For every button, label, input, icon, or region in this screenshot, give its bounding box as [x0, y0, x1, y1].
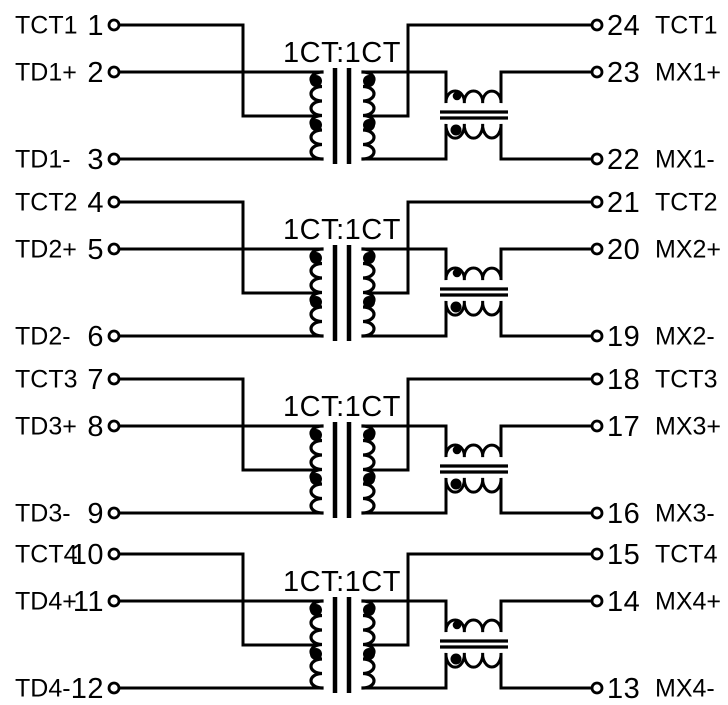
turns-ratio-label: 1CT:1CT [283, 391, 401, 423]
right-pin-number: 22 [607, 144, 640, 176]
right-pin-name: MX2+ [655, 236, 721, 264]
left-pin-name: TD3- [15, 500, 71, 528]
right-pin-name: MX2- [655, 323, 715, 351]
left-pin-number: 8 [87, 411, 104, 443]
channel-1: 1CT:1CT TCT1 1 TD1+ 2 TD1- 3 24 TCT1 23 … [15, 10, 721, 176]
left-pin-number: 9 [87, 498, 104, 530]
left-pin-number: 11 [73, 586, 104, 618]
left-pin-name: TCT2 [15, 189, 78, 217]
left-pin-name: TCT3 [15, 366, 78, 394]
left-pin-number: 1 [87, 10, 104, 42]
right-pin-number: 23 [607, 57, 640, 89]
right-pin-number: 24 [607, 10, 640, 42]
left-pin-name: TD3+ [15, 413, 77, 441]
right-pin-name: MX1- [655, 146, 715, 174]
turns-ratio-label: 1CT:1CT [283, 214, 401, 246]
right-pin-number: 14 [607, 586, 640, 618]
left-pin-number: 10 [71, 539, 104, 571]
turns-ratio-label: 1CT:1CT [283, 37, 401, 69]
right-pin-name: TCT4 [655, 541, 718, 569]
left-pin-name: TCT4 [15, 541, 78, 569]
right-pin-name: MX3- [655, 500, 715, 528]
left-pin-number: 7 [87, 364, 104, 396]
left-pin-number: 2 [87, 57, 104, 89]
right-pin-number: 20 [607, 234, 640, 266]
left-pin-name: TD1+ [15, 59, 77, 87]
right-pin-number: 16 [607, 498, 640, 530]
right-pin-name: TCT2 [655, 189, 718, 217]
turns-ratio-label: 1CT:1CT [283, 566, 401, 598]
left-pin-name: TCT1 [15, 12, 78, 40]
right-pin-number: 21 [607, 187, 640, 219]
right-pin-name: MX4- [655, 675, 715, 703]
right-pin-number: 18 [607, 364, 640, 396]
channel-3: 1CT:1CT TCT3 7 TD3+ 8 TD3- 9 18 TCT3 17 … [15, 364, 721, 530]
left-pin-number: 4 [87, 187, 104, 219]
left-pin-name: TD1- [15, 146, 71, 174]
right-pin-name: TCT1 [655, 12, 718, 40]
right-pin-name: MX4+ [655, 588, 721, 616]
left-pin-name: TD4- [15, 675, 71, 703]
left-pin-name: TD4+ [15, 588, 77, 616]
left-pin-number: 12 [71, 673, 104, 705]
channel-4: 1CT:1CT TCT4 10 TD4+ 11 TD4- 12 15 TCT4 … [15, 539, 721, 705]
right-pin-name: TCT3 [655, 366, 718, 394]
channel-2: 1CT:1CT TCT2 4 TD2+ 5 TD2- 6 21 TCT2 20 … [15, 187, 721, 353]
left-pin-number: 6 [87, 321, 104, 353]
right-pin-number: 13 [607, 673, 640, 705]
right-pin-name: MX1+ [655, 59, 721, 87]
right-pin-number: 15 [607, 539, 640, 571]
right-pin-number: 19 [607, 321, 640, 353]
right-pin-number: 17 [607, 411, 640, 443]
left-pin-name: TD2- [15, 323, 71, 351]
left-pin-number: 5 [87, 234, 104, 266]
left-pin-number: 3 [87, 144, 104, 176]
left-pin-name: TD2+ [15, 236, 77, 264]
right-pin-name: MX3+ [655, 413, 721, 441]
